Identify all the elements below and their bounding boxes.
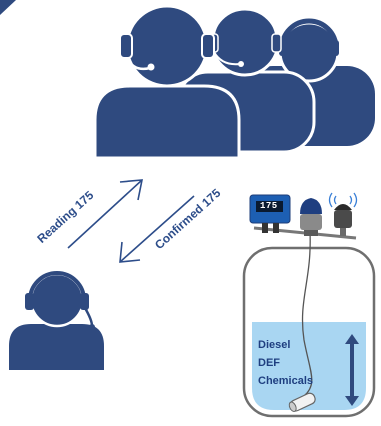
antenna-unit: [334, 204, 352, 236]
probe-cable: [301, 231, 313, 397]
corner-accent: [0, 0, 16, 15]
agent-front-icon: [93, 2, 241, 160]
content-def: DEF: [258, 357, 280, 369]
monitor-equipment: [249, 192, 358, 240]
wireless-signal-icon: [328, 192, 358, 208]
content-chemicals: Chemicals: [258, 375, 314, 387]
content-diesel: Diesel: [258, 339, 291, 351]
level-arrow: [345, 334, 359, 406]
display-value: 175: [260, 201, 278, 211]
tank-liquid: [252, 322, 366, 410]
storage-tank: [242, 231, 376, 418]
tank-contents-list: Diesel DEF Chemicals: [258, 336, 313, 390]
arrow-confirmed-down: [119, 195, 195, 263]
single-agent-icon: [9, 271, 104, 370]
call-center-agents: [93, 2, 375, 160]
arrow-reading-up: [67, 179, 143, 249]
probe-sensor: [288, 392, 316, 412]
level-sensor: [300, 198, 322, 236]
display-screen: [256, 201, 283, 212]
